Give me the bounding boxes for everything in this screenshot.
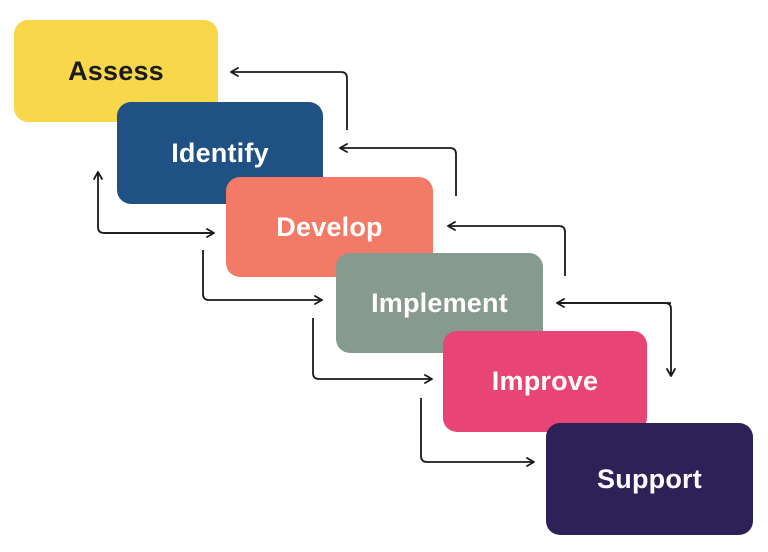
return-arrow-implement-to-develop bbox=[447, 221, 566, 276]
step-develop-label: Develop bbox=[276, 211, 383, 242]
forward-arrow-develop-to-improve bbox=[312, 318, 433, 384]
step-improve-box: Improve bbox=[443, 331, 647, 432]
step-improve-label: Improve bbox=[491, 366, 599, 396]
forward-arrow-identify-to-implement bbox=[202, 250, 323, 305]
forward-arrow-implement-to-support bbox=[420, 398, 535, 467]
step-support-box: Support bbox=[546, 423, 753, 535]
step-implement-label: Implement bbox=[371, 287, 508, 318]
step-support-label: Support bbox=[597, 463, 702, 494]
step-identify-label: Identify bbox=[171, 137, 269, 168]
forward-arrow-assess-to-develop bbox=[93, 171, 214, 234]
return-arrow-identify-to-assess bbox=[230, 67, 348, 130]
return-arrow-develop-to-identify bbox=[339, 143, 457, 196]
step-assess-label: Assess bbox=[68, 55, 164, 86]
